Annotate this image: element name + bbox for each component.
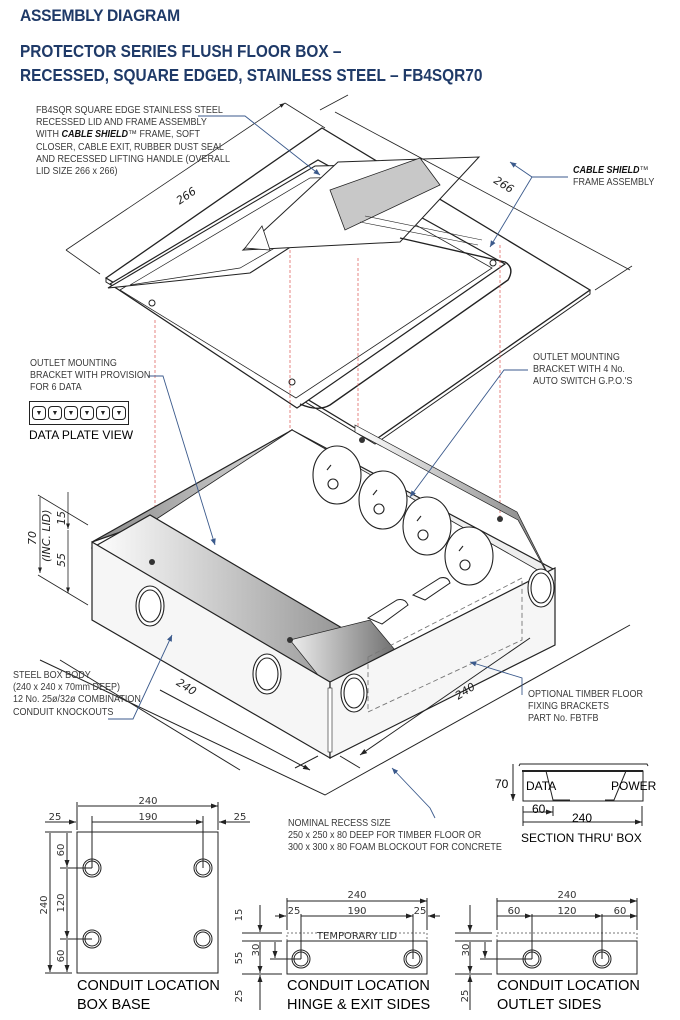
hinge-dim-25-below: 25 — [234, 990, 245, 1003]
base-dim-25-left: 25 — [49, 812, 62, 823]
conduit-knockouts — [135, 568, 555, 713]
outlet-dim-30: 30 — [461, 944, 472, 957]
rj45-port-icon: ▼ — [96, 406, 110, 420]
section-data-label: DATA — [526, 779, 557, 793]
conduit-base-title: CONDUIT LOCATION BOX BASE — [77, 978, 220, 1013]
hinge-dim-15: 15 — [234, 909, 245, 922]
rj45-port-icon: ▼ — [48, 406, 62, 420]
dim-lid-left: 266 — [174, 185, 199, 208]
data-plate-label: DATA PLATE VIEW — [29, 428, 134, 442]
base-dim-25-right: 25 — [234, 812, 247, 823]
box-height-dims — [37, 492, 89, 606]
outlet-dim-60-right: 60 — [614, 906, 627, 917]
section-title: ASSEMBLY DIAGRAM — [20, 6, 180, 25]
hinge-dim-30: 30 — [251, 944, 262, 957]
product-title-line2: RECESSED, SQUARE EDGED, STAINLESS STEEL … — [20, 65, 483, 85]
rj45-port-icon: ▼ — [112, 406, 126, 420]
outlet-dim-240: 240 — [557, 890, 576, 901]
section-view — [510, 763, 649, 826]
base-dim-190: 190 — [138, 812, 157, 823]
fixing-handles — [366, 577, 451, 625]
rj45-port-icon: ▼ — [64, 406, 78, 420]
temporary-lid-label: TEMPORARY LID — [316, 931, 397, 942]
recess-outline — [39, 624, 631, 796]
dim-height-total: 70 — [26, 531, 39, 545]
base-dim-60-top: 60 — [56, 844, 67, 857]
conduit-outlet-title: CONDUIT LOCATION OUTLET SIDES — [497, 978, 640, 1013]
gpo-outlet-1 — [312, 445, 362, 505]
section-title: SECTION THRU' BOX — [521, 831, 642, 845]
dim-height-body: 55 — [55, 553, 68, 567]
data-bracket-callout: OUTLET MOUNTING BRACKET WITH PROVISION F… — [30, 358, 151, 394]
lid-dimensions — [65, 94, 633, 291]
data-plate: ▼ ▼ ▼ ▼ ▼ ▼ — [29, 401, 129, 425]
hinge-dim-190: 190 — [347, 906, 366, 917]
section-width-240: 240 — [572, 811, 593, 825]
dim-height-lid: 15 — [55, 511, 68, 525]
outlet-dim-60-left: 60 — [508, 906, 521, 917]
outlet-dim-25-below: 25 — [460, 990, 471, 1003]
dim-lid-right: 266 — [491, 174, 516, 196]
conduit-base-drawing — [45, 802, 250, 974]
base-dim-240: 240 — [138, 796, 157, 807]
rj45-port-icon: ▼ — [32, 406, 46, 420]
lid-callout: FB4SQR SQUARE EDGE STAINLESS STEEL RECES… — [36, 105, 231, 178]
timber-bracket-outline — [367, 577, 523, 713]
box-body-callout: STEEL BOX BODY (240 x 240 x 70mm DEEP) 1… — [13, 670, 141, 718]
hinge-dim-25-right: 25 — [414, 906, 427, 917]
gpo-outlet-3 — [402, 496, 452, 556]
recess-callout: NOMINAL RECESS SIZE 250 x 250 x 80 DEEP … — [288, 818, 502, 854]
base-dim-60-bottom: 60 — [56, 950, 67, 963]
conduit-hinge-drawing — [242, 898, 440, 1010]
section-offset-60: 60 — [532, 802, 546, 816]
gpo-outlet-2 — [358, 470, 408, 530]
rj45-port-icon: ▼ — [80, 406, 94, 420]
leader-lines — [108, 115, 568, 819]
cable-shield-callout: CABLE SHIELD™ FRAME ASSEMBLY — [573, 165, 655, 189]
product-title-line1: PROTECTOR SERIES FLUSH FLOOR BOX – — [20, 41, 342, 61]
hinge-dim-55: 55 — [234, 952, 245, 965]
product-title: PROTECTOR SERIES FLUSH FLOOR BOX – RECES… — [20, 39, 482, 87]
conduit-hinge-title: CONDUIT LOCATION HINGE & EXIT SIDES — [287, 978, 431, 1013]
gpo-outlets — [312, 445, 494, 586]
section-height-70: 70 — [495, 777, 509, 791]
conduit-outlet-drawing — [455, 898, 638, 1010]
timber-brackets-callout: OPTIONAL TIMBER FLOOR FIXING BRACKETS PA… — [528, 689, 644, 725]
lid-assembly — [104, 127, 592, 445]
section-power-label: POWER — [611, 779, 657, 793]
hinge-dim-240: 240 — [347, 890, 366, 901]
hinge-dim-25-left: 25 — [288, 906, 301, 917]
base-dim-120: 120 — [56, 893, 67, 912]
gpo-outlet-4 — [444, 526, 494, 586]
dim-height-note: (INC. LID) — [40, 509, 53, 562]
base-dim-240-v: 240 — [39, 895, 50, 914]
outlet-dim-120: 120 — [557, 906, 576, 917]
gpo-bracket-callout: OUTLET MOUNTING BRACKET WITH 4 No. AUTO … — [533, 352, 633, 388]
